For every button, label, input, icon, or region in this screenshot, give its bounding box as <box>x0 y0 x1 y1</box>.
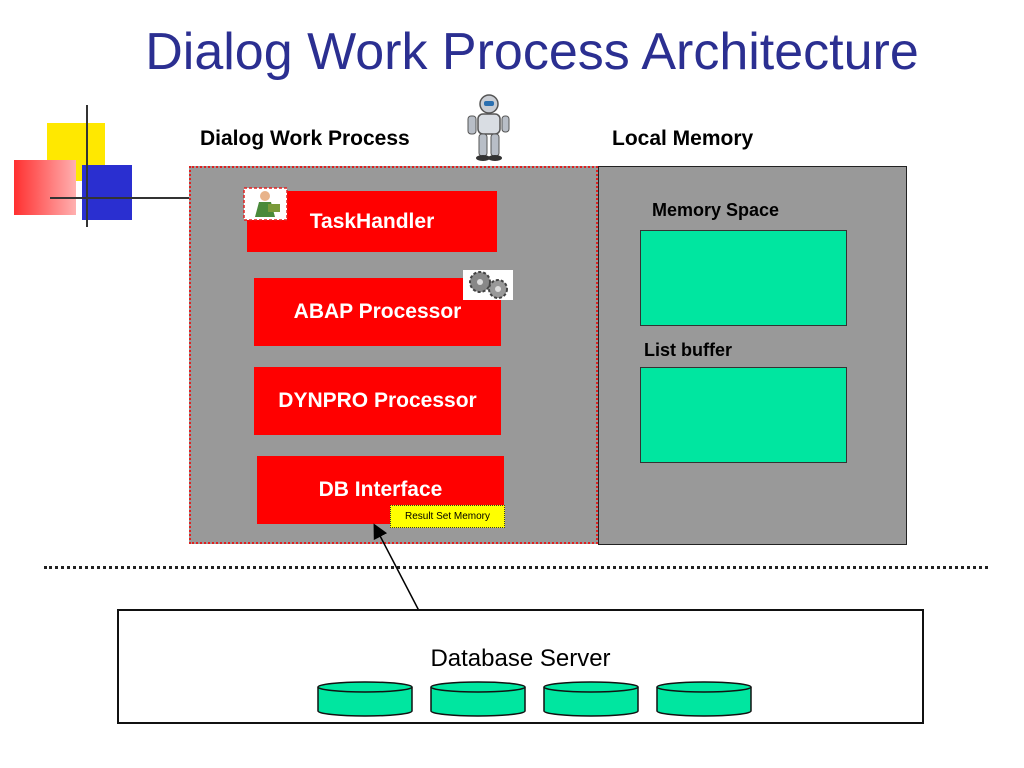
database-icon-4 <box>656 681 752 717</box>
list-buffer-block <box>640 367 847 463</box>
list-buffer-label: List buffer <box>644 340 732 360</box>
gears-icon <box>463 270 513 300</box>
database-icon <box>317 681 752 717</box>
robot-icon <box>467 94 510 161</box>
dynpro-processor-label: DYNPRO Processor <box>278 389 477 412</box>
result-set-memory-note: Result Set Memory <box>390 505 505 528</box>
abap-processor-label: ABAP Processor <box>293 300 462 323</box>
abap-processor-box: ABAP Processor <box>254 278 501 346</box>
page-title: Dialog Work Process Architecture <box>145 23 919 81</box>
person-icon <box>243 187 288 221</box>
result-set-memory-label: Result Set Memory <box>404 511 491 522</box>
local-memory-header: Local Memory <box>612 127 754 150</box>
taskhandler-label: TaskHandler <box>309 209 435 233</box>
decorative-squares <box>0 105 190 230</box>
dynpro-processor-box: DYNPRO Processor <box>254 367 501 435</box>
database-server-label: Database Server <box>430 645 611 672</box>
memory-space-label: Memory Space <box>652 200 780 220</box>
dialog-work-process-header: Dialog Work Process <box>200 127 410 150</box>
db-interface-label: DB Interface <box>318 478 443 501</box>
taskhandler-box: TaskHandler <box>247 191 497 252</box>
database-icon-1 <box>317 681 413 717</box>
memory-space-block <box>640 230 847 326</box>
local-memory-panel <box>598 166 907 545</box>
database-icon-3 <box>543 681 639 717</box>
separator-line <box>44 566 988 569</box>
database-icon-2 <box>430 681 526 717</box>
